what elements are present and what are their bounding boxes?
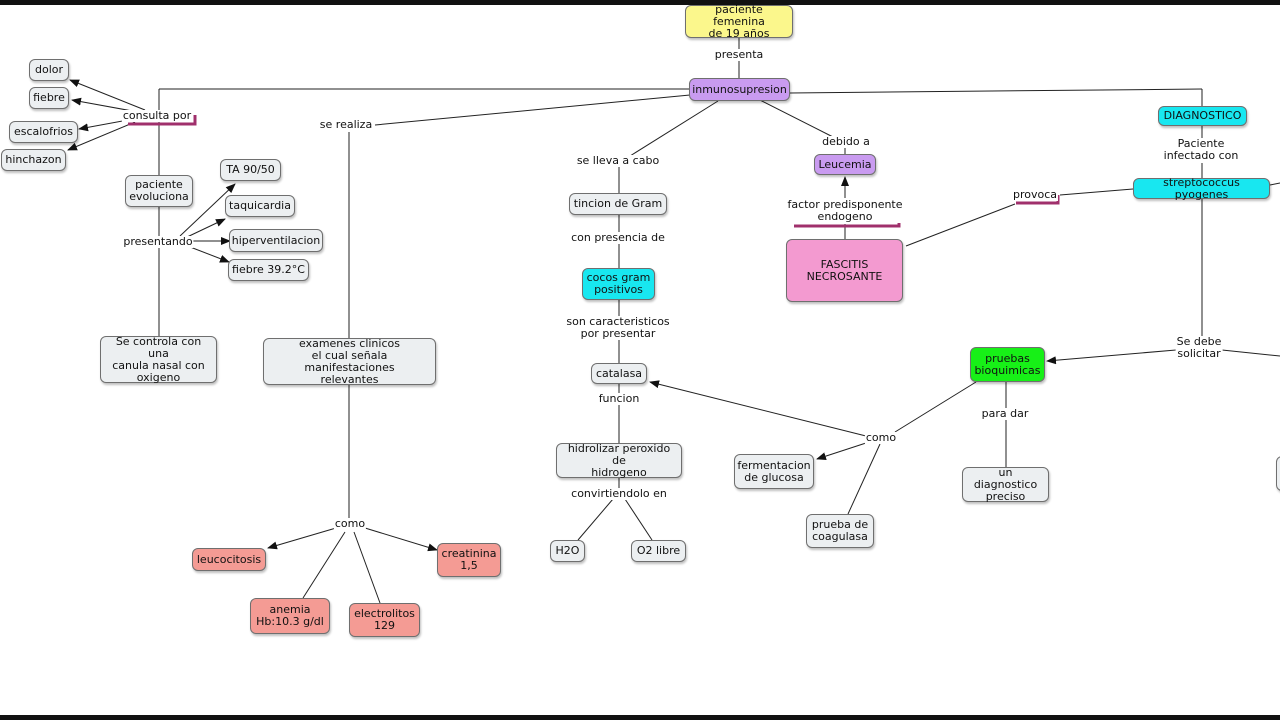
label-funcion: funcion — [597, 392, 641, 405]
concept-offscreen-partial — [1276, 456, 1280, 491]
concept-fascitis-necrosante[interactable]: FASCITIS NECROSANTE — [786, 239, 903, 302]
link-line — [302, 531, 346, 599]
link-line — [577, 498, 614, 541]
label-como-examenes: como — [333, 517, 367, 530]
concept-taquicardia[interactable]: taquicardia — [225, 195, 295, 217]
label-provoca: provoca — [1011, 188, 1059, 201]
concept-fiebre-39[interactable]: fiebre 39.2°C — [228, 259, 309, 281]
concept-electrolitos[interactable]: electrolitos 129 — [349, 603, 420, 637]
link-line — [67, 121, 136, 151]
link-line — [905, 203, 1016, 247]
link-line — [1221, 349, 1280, 357]
link-line — [1046, 349, 1177, 365]
concept-diagnostico-preciso[interactable]: un diagnostico preciso — [962, 466, 1049, 502]
link-line — [649, 380, 867, 437]
concept-cocos-gram[interactable]: cocos gram positivos — [582, 268, 655, 300]
concept-paciente-evoluciona[interactable]: paciente evoluciona — [125, 175, 193, 207]
link-line — [894, 381, 977, 433]
label-debido-a: debido a — [821, 135, 871, 148]
link-line — [847, 443, 881, 515]
link-line — [179, 183, 236, 237]
concept-o2-libre[interactable]: O2 libre — [631, 540, 686, 562]
concept-streptococcus-pyogenes[interactable]: streptococcus pyogenes — [1133, 176, 1270, 200]
link-marker — [128, 115, 197, 126]
link-line — [789, 88, 1203, 94]
link-line — [69, 79, 146, 111]
concept-pruebas-bioquimicas[interactable]: pruebas bioquimicas — [970, 347, 1045, 382]
concept-inmunosupresion[interactable]: inmunosupresion — [689, 78, 790, 101]
link-line — [816, 442, 867, 461]
concept-hidrolizar-peroxido[interactable]: hidrolizar peroxido de hidrogeno — [556, 442, 682, 478]
concept-paciente-femenina[interactable]: paciente femenina de 19 años — [685, 3, 793, 39]
link-line — [267, 527, 337, 550]
label-presentando: presentando — [122, 235, 194, 248]
concept-creatinina[interactable]: creatinina 1,5 — [437, 543, 501, 577]
concept-escalofrios[interactable]: escalofrios — [9, 121, 78, 143]
concept-hinchazon[interactable]: hinchazon — [1, 149, 66, 171]
label-se-realiza: se realiza — [318, 118, 374, 131]
concept-fermentacion-glucosa[interactable]: fermentacion de glucosa — [734, 454, 814, 489]
concept-leucemia[interactable]: Leucemia — [814, 154, 876, 175]
concept-canula-nasal[interactable]: Se controla con una canula nasal con oxi… — [100, 335, 217, 383]
link-line — [629, 100, 719, 157]
concept-dolor[interactable]: dolor — [29, 59, 69, 81]
concept-leucocitosis[interactable]: leucocitosis — [192, 548, 266, 571]
label-para-dar: para dar — [980, 407, 1030, 420]
concept-examenes-clinicos[interactable]: examenes clinicos el cual señala manifes… — [263, 337, 436, 385]
link-line — [364, 527, 438, 552]
concept-fiebre[interactable]: fiebre — [29, 87, 69, 109]
concept-ta[interactable]: TA 90/50 — [220, 159, 281, 181]
bottom-border — [0, 715, 1280, 720]
concept-catalasa[interactable]: catalasa — [591, 363, 647, 384]
concept-tincion-gram[interactable]: tincion de Gram — [569, 193, 667, 215]
label-se-lleva-a-cabo: se lleva a cabo — [575, 154, 661, 167]
link-line — [78, 119, 129, 132]
link-line — [374, 94, 691, 126]
top-border — [0, 0, 1280, 5]
concept-h2o[interactable]: H2O — [550, 540, 585, 562]
label-presenta: presenta — [713, 48, 765, 61]
link-line — [1269, 182, 1280, 186]
label-factor-predisponente: factor predisponente endogeno — [786, 198, 904, 223]
concept-prueba-coagulasa[interactable]: prueba de coagulasa — [806, 514, 874, 548]
link-line — [759, 99, 836, 139]
label-convirtiendolo-en: convirtiendolo en — [570, 487, 668, 500]
concept-anemia[interactable]: anemia Hb:10.3 g/dl — [250, 598, 330, 634]
link-line — [353, 531, 381, 604]
link-line — [184, 218, 226, 239]
label-consulta-por: consulta por — [121, 109, 193, 122]
label-se-debe-solicitar: Se debe solicitar — [1175, 335, 1223, 360]
label-como-pruebas: como — [864, 431, 898, 444]
concept-hiperventilacion[interactable]: hiperventilacion — [229, 229, 323, 252]
label-son-caracteristicos: son caracteristicos por presentar — [565, 315, 671, 340]
label-con-presencia-de: con presencia de — [570, 231, 666, 244]
link-line — [1059, 188, 1134, 196]
concept-diagnostico[interactable]: DIAGNOSTICO — [1158, 106, 1247, 126]
label-paciente-infectado-con: Paciente infectado con — [1162, 137, 1240, 162]
link-line — [624, 498, 653, 541]
